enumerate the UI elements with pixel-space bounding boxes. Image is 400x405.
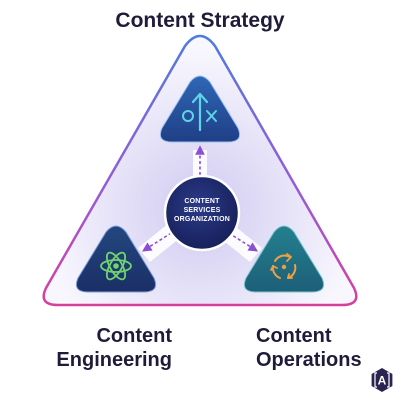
hub-circle <box>163 174 241 252</box>
strategy-label: Content Strategy <box>115 9 285 32</box>
engineering-label: Content Engineering <box>22 324 172 372</box>
hub-label-line3: ORGANIZATION <box>174 216 230 223</box>
engineering-label-line2: Engineering <box>56 349 172 371</box>
brand-logo: A <box>371 368 393 392</box>
chart-arrow-icon <box>182 92 217 132</box>
operations-node <box>243 225 325 293</box>
recycle-arrows-icon <box>270 253 297 279</box>
operations-label-line1: Content <box>256 325 332 347</box>
hub-label: CONTENT SERVICES ORGANIZATION <box>160 197 244 224</box>
brand-logo-letter: A <box>378 374 387 388</box>
hub-label-line2: SERVICES <box>183 207 221 214</box>
strategy-node <box>159 75 241 143</box>
atom-icon <box>100 251 132 281</box>
engineering-node <box>75 225 157 293</box>
operations-label: Content Operations <box>256 324 396 372</box>
engineering-label-line1: Content <box>96 325 172 347</box>
hub-label-line1: CONTENT <box>184 198 220 205</box>
operations-label-line2: Operations <box>256 349 362 371</box>
